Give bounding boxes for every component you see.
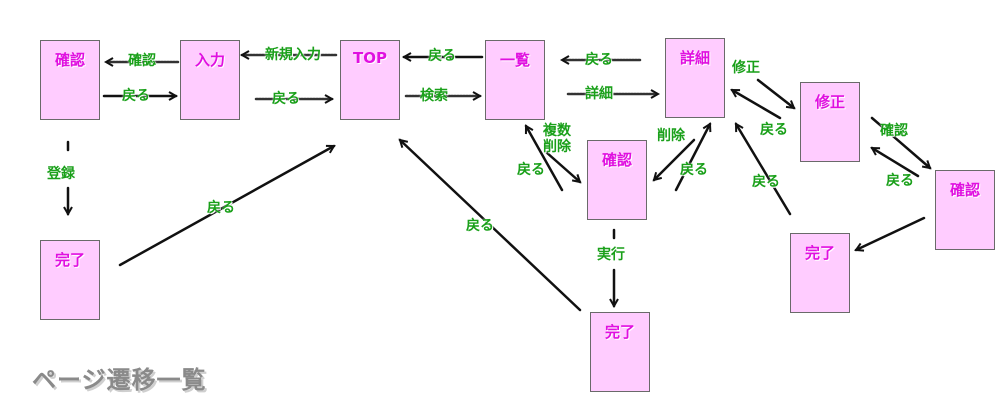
arrow-edit-to-confirm-edit [870, 116, 930, 168]
node-complete-registration: 完了 [40, 240, 100, 320]
node-label: 確認 [54, 51, 85, 69]
edge-label-confirm-to-input: 戻る [122, 88, 150, 104]
edge-label-complete-reg-to-top: 戻る [207, 200, 235, 216]
edge-label-top-to-list: 検索 [420, 88, 448, 104]
node-label: 完了 [54, 251, 85, 269]
node-edit: 修正 [800, 82, 860, 162]
arrow-confirm-edit-to-complete [856, 216, 926, 250]
node-confirm-edit: 確認 [935, 170, 995, 250]
edge-label-complete-delete-to-top: 戻る [466, 218, 494, 234]
arrow-complete-delete-to-top [400, 140, 582, 312]
diagram-title: ページ遷移一覧 [32, 366, 207, 394]
node-label: 修正 [814, 93, 845, 111]
edge-label-detail-to-list: 戻る [585, 52, 613, 68]
arrow-complete-reg-to-top [118, 144, 334, 267]
node-confirm-registration: 確認 [40, 40, 100, 120]
edge-label-detail-to-edit: 修正 [732, 60, 760, 76]
edge-label-confirm-to-complete-reg: 登録 [47, 166, 75, 182]
edge-label-top-to-input: 新規入力 [265, 47, 321, 63]
arrow-confirm-edit-to-edit [872, 146, 920, 178]
arrow-detail-to-edit [756, 78, 794, 110]
node-complete-delete: 完了 [590, 312, 650, 392]
node-confirm-delete: 確認 [587, 140, 647, 220]
node-label: 完了 [804, 244, 835, 262]
node-label: 詳細 [679, 49, 710, 67]
edge-label-multi-delete-2: 削除 [543, 139, 571, 155]
edge-label-list-to-top: 戻る [428, 48, 456, 64]
edge-label-confirm-edit-to-edit: 戻る [886, 173, 914, 189]
edge-label-edit-to-detail: 戻る [760, 122, 788, 138]
arrow-detail-to-confirm-delete [654, 138, 696, 180]
node-label: TOP [353, 49, 387, 67]
node-label: 完了 [604, 323, 635, 341]
edge-label-list-to-detail: 詳細 [585, 86, 613, 102]
edge-label-detail-to-confirm-delete: 削除 [657, 128, 685, 144]
node-top: TOP [340, 40, 400, 120]
node-list: 一覧 [485, 40, 545, 120]
node-label: 確認 [949, 181, 980, 199]
edge-label-edit-to-confirm-edit: 確認 [880, 123, 908, 139]
edge-label-confirm-delete-to-list: 戻る [517, 162, 545, 178]
arrow-confirm-delete-to-detail [674, 124, 710, 192]
arrow-complete-edit-to-detail [734, 124, 792, 216]
edge-label-confirm-delete-to-complete: 実行 [597, 247, 625, 263]
node-label: 入力 [194, 51, 225, 69]
arrow-confirm-delete-to-list [524, 126, 564, 192]
edge-label-input-to-top: 戻る [272, 91, 300, 107]
edge-label-complete-edit-to-detail: 戻る [752, 174, 780, 190]
node-input: 入力 [180, 40, 240, 120]
node-label: 確認 [601, 151, 632, 169]
node-detail: 詳細 [665, 38, 725, 118]
node-complete-edit: 完了 [790, 233, 850, 313]
arrow-edit-to-detail [732, 88, 782, 120]
arrow-list-to-confirm-delete [544, 150, 580, 182]
edge-label-multi-delete-1: 複数 [543, 123, 571, 139]
node-label: 一覧 [499, 51, 530, 69]
edge-label-confirm-delete-to-detail: 戻る [680, 162, 708, 178]
edge-label-input-to-confirm: 確認 [128, 53, 156, 69]
